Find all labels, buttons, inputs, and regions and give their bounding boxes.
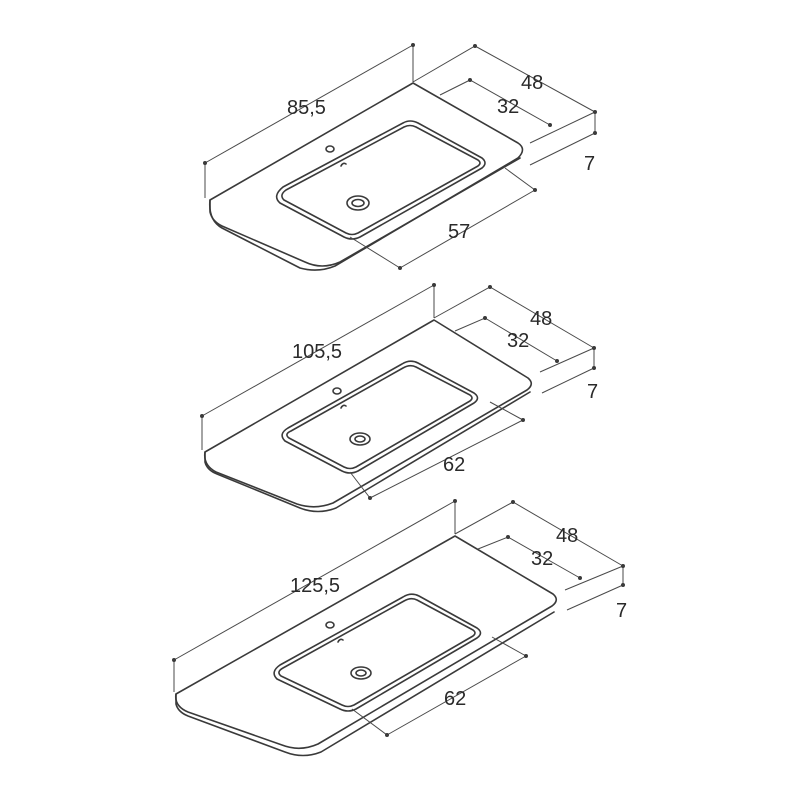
basin-85-bowl-inner xyxy=(281,124,481,236)
basin-85-top-outline xyxy=(208,82,524,271)
basin-105-tap-hole xyxy=(332,387,342,395)
basin-105-front-edge xyxy=(204,391,531,513)
basin-125-front-edge xyxy=(175,611,555,757)
basin-105-bowl-depth-label: 32 xyxy=(507,330,529,352)
basin-105-overflow xyxy=(340,404,347,409)
dimension-endpoint-dot xyxy=(533,188,537,192)
dimension-endpoint-dot xyxy=(593,131,597,135)
dimension-endpoint-dot xyxy=(506,535,510,539)
basin-105-width-dim xyxy=(201,284,435,417)
extension-line xyxy=(351,708,388,736)
basin-105-bowl-inner xyxy=(286,364,473,470)
basin-105-height-label: 7 xyxy=(587,381,598,403)
basin-125-bowl-rim xyxy=(273,593,482,712)
dimension-endpoint-dot xyxy=(411,43,415,47)
basin-85-drain-inner xyxy=(351,198,365,208)
basin-105-top-outline xyxy=(203,319,533,508)
basin-85-drain xyxy=(346,195,370,211)
basin-105-depth-label: 48 xyxy=(530,308,552,330)
dimension-endpoint-dot xyxy=(398,266,402,270)
basin-125-bowl-width-dim xyxy=(386,636,527,736)
basin-85-bowl-width-dim xyxy=(399,167,536,269)
basin-125-bowl-inner xyxy=(278,597,476,708)
basin-125-drawing: 125,5 48 32 7 62 xyxy=(172,499,627,757)
basin-125-width-label: 125,5 xyxy=(290,575,340,597)
basin-85-tap-hole xyxy=(325,145,335,153)
basin-85-bowl-rim xyxy=(275,120,486,240)
dimension-endpoint-dot xyxy=(432,283,436,287)
dimension-endpoint-dot xyxy=(592,346,596,350)
basin-85-drawing: 85,5 48 32 7 57 xyxy=(203,43,597,271)
basin-85-front-edge xyxy=(209,157,521,267)
extension-line xyxy=(204,45,414,198)
dimension-endpoint-dot xyxy=(488,285,492,289)
dimension-endpoint-dot xyxy=(593,110,597,114)
extension-line xyxy=(173,501,456,692)
dimension-endpoint-dot xyxy=(473,44,477,48)
basin-125-width-dim xyxy=(173,500,456,661)
basin-105-drain xyxy=(349,432,371,446)
basin-105-bowl-rim xyxy=(281,360,479,474)
basin-125-bowl-depth-label: 32 xyxy=(531,548,553,570)
basin-105-bowl-width-dim xyxy=(369,401,524,499)
basin-105-height-dim xyxy=(539,347,595,394)
basin-125-drain xyxy=(350,666,372,680)
dimension-endpoint-dot xyxy=(621,564,625,568)
dimension-endpoint-dot xyxy=(468,78,472,82)
basin-85-width-label: 85,5 xyxy=(287,97,326,119)
basin-125-drain-inner xyxy=(355,669,367,677)
basin-85-overflow xyxy=(340,162,347,167)
extension-line xyxy=(349,236,401,269)
dimension-endpoint-dot xyxy=(548,123,552,127)
extension-line xyxy=(349,471,371,499)
basin-85-depth-label: 48 xyxy=(521,72,543,94)
dimension-endpoint-dot xyxy=(483,316,487,320)
basin-125-overflow xyxy=(337,638,344,643)
dimension-endpoint-dot xyxy=(555,359,559,363)
dimension-endpoint-dot xyxy=(172,658,176,662)
basin-105-width-label: 105,5 xyxy=(292,341,342,363)
basin-85-bowl-width-label: 57 xyxy=(448,221,470,243)
dimension-endpoint-dot xyxy=(592,366,596,370)
dimension-endpoint-dot xyxy=(368,496,372,500)
basin-105-bowl-width-label: 62 xyxy=(443,454,465,476)
basin-125-height-dim xyxy=(564,565,624,611)
basin-85-height-label: 7 xyxy=(584,153,595,175)
dimension-endpoint-dot xyxy=(521,418,525,422)
extension-line xyxy=(201,285,435,450)
dimension-endpoint-dot xyxy=(385,733,389,737)
dimension-endpoint-dot xyxy=(511,500,515,504)
basin-125-top-outline xyxy=(174,535,558,750)
basin-125-bowl-width-label: 62 xyxy=(444,688,466,710)
basin-85-height-dim xyxy=(529,111,596,166)
basin-105-drain-inner xyxy=(354,435,366,443)
dimension-endpoint-dot xyxy=(621,583,625,587)
dimension-endpoint-dot xyxy=(200,414,204,418)
basin-105-drawing: 105,5 48 32 7 62 xyxy=(200,283,598,513)
dimension-endpoint-dot xyxy=(453,499,457,503)
dimension-endpoint-dot xyxy=(578,576,582,580)
dimension-endpoint-dot xyxy=(524,654,528,658)
dimension-endpoint-dot xyxy=(203,161,207,165)
basin-125-height-label: 7 xyxy=(616,600,627,622)
basin-85-width-dim xyxy=(204,44,414,164)
basin-125-depth-label: 48 xyxy=(556,525,578,547)
basin-125-tap-hole xyxy=(325,621,335,629)
basin-85-bowl-depth-label: 32 xyxy=(497,96,519,118)
